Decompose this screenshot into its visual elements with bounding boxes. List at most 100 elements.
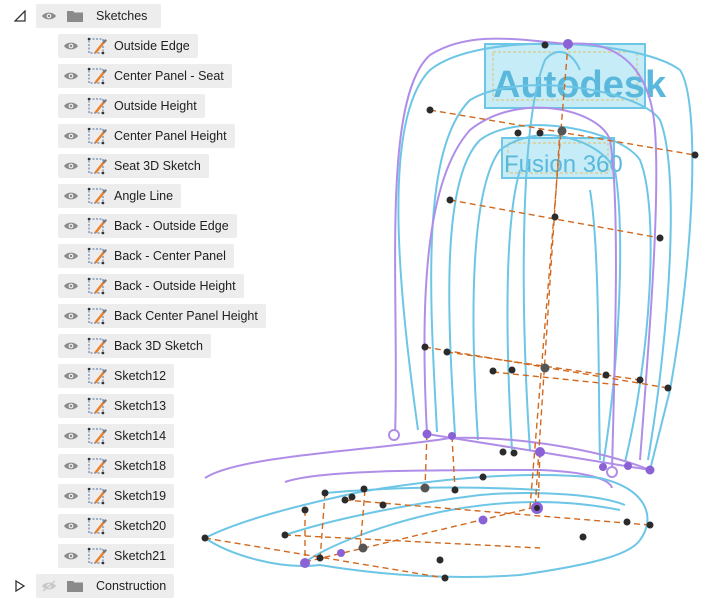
- eye-icon[interactable]: [58, 274, 84, 298]
- sketch-icon: [84, 484, 110, 508]
- eye-icon[interactable]: [58, 514, 84, 538]
- sketch-label: Sketch18: [114, 459, 167, 473]
- sketch-node[interactable]: Angle Line: [58, 184, 182, 208]
- sketch-label: Center Panel Height: [114, 129, 227, 143]
- autodesk-logo-text: Autodesk: [493, 64, 667, 106]
- browser-item-sketch[interactable]: Sketch12: [58, 363, 175, 389]
- folder-icon: [62, 4, 88, 28]
- sketch-icon: [84, 244, 110, 268]
- sketch-icon: [84, 154, 110, 178]
- eye-icon[interactable]: [58, 484, 84, 508]
- browser-item-sketch[interactable]: Sketch20: [58, 513, 175, 539]
- sketch-label: Back - Center Panel: [114, 249, 226, 263]
- sketch-node[interactable]: Sketch19: [58, 484, 175, 508]
- browser-item-sketch[interactable]: Back 3D Sketch: [58, 333, 211, 359]
- eye-icon[interactable]: [58, 244, 84, 268]
- browser-item-sketch[interactable]: Seat 3D Sketch: [58, 153, 209, 179]
- eye-icon[interactable]: [58, 544, 84, 568]
- triangle-down-icon[interactable]: [12, 8, 28, 24]
- browser-item-sketch[interactable]: Back - Center Panel: [58, 243, 234, 269]
- browser-item-sketch[interactable]: Center Panel Height: [58, 123, 235, 149]
- sketch-label: Sketch14: [114, 429, 167, 443]
- eye-icon[interactable]: [36, 4, 62, 28]
- eye-icon[interactable]: [58, 394, 84, 418]
- sketch-node[interactable]: Back 3D Sketch: [58, 334, 211, 358]
- browser-item-sketch[interactable]: Back Center Panel Height: [58, 303, 266, 329]
- browser-item-sketch[interactable]: Sketch13: [58, 393, 175, 419]
- sketch-label: Back 3D Sketch: [114, 339, 203, 353]
- sketch-node[interactable]: Sketch20: [58, 514, 175, 538]
- sketch-label: Seat 3D Sketch: [114, 159, 201, 173]
- browser-item-sketch[interactable]: Sketch21: [58, 543, 175, 569]
- folder-label: Construction: [96, 579, 167, 593]
- eye-icon[interactable]: [58, 94, 84, 118]
- sketch-node[interactable]: Seat 3D Sketch: [58, 154, 209, 178]
- eye-icon[interactable]: [58, 304, 84, 328]
- sketch-node[interactable]: Sketch21: [58, 544, 175, 568]
- browser-item-sketch[interactable]: Center Panel - Seat: [58, 63, 232, 89]
- sketch-icon: [84, 364, 110, 388]
- sketch-icon: [84, 184, 110, 208]
- eye-icon[interactable]: [58, 214, 84, 238]
- browser-item-sketch[interactable]: Outside Height: [58, 93, 205, 119]
- sketch-node[interactable]: Sketch14: [58, 424, 175, 448]
- eye-icon[interactable]: [58, 124, 84, 148]
- sketch-label: Back - Outside Height: [114, 279, 236, 293]
- sketch-label: Center Panel - Seat: [114, 69, 224, 83]
- eye-icon[interactable]: [58, 184, 84, 208]
- browser-item-sketch[interactable]: Outside Edge: [58, 33, 198, 59]
- eye-icon[interactable]: [58, 364, 84, 388]
- sketch-icon: [84, 64, 110, 88]
- sketch-node[interactable]: Back Center Panel Height: [58, 304, 266, 328]
- sketch-label: Back - Outside Edge: [114, 219, 229, 233]
- sketch-label: Sketch12: [114, 369, 167, 383]
- sketch-points: [201, 39, 699, 582]
- sketch-icon: [84, 304, 110, 328]
- eye-icon[interactable]: [58, 334, 84, 358]
- browser-item-sketch[interactable]: Back - Outside Edge: [58, 213, 237, 239]
- sketch-node[interactable]: Center Panel - Seat: [58, 64, 232, 88]
- folder-construction[interactable]: Construction: [36, 574, 175, 598]
- sketch-icon: [84, 94, 110, 118]
- eye-icon[interactable]: [58, 34, 84, 58]
- browser-item-sketch[interactable]: Sketch19: [58, 483, 175, 509]
- sketch-icon: [84, 34, 110, 58]
- sketch-icon: [84, 334, 110, 358]
- sketch-icon: [84, 394, 110, 418]
- sketch-node[interactable]: Back - Outside Height: [58, 274, 244, 298]
- folder-label: Sketches: [96, 9, 148, 23]
- sketch-icon: [84, 124, 110, 148]
- eye-icon[interactable]: [58, 424, 84, 448]
- sketch-node[interactable]: Outside Height: [58, 94, 205, 118]
- sketch-icon: [84, 274, 110, 298]
- sketch-label: Back Center Panel Height: [114, 309, 258, 323]
- eye-icon[interactable]: [58, 64, 84, 88]
- sketch-icon: [84, 454, 110, 478]
- sketch-node[interactable]: Back - Outside Edge: [58, 214, 237, 238]
- sketch-icon: [84, 214, 110, 238]
- sketch-node[interactable]: Back - Center Panel: [58, 244, 234, 268]
- eye-icon[interactable]: [58, 154, 84, 178]
- sketch-icon: [84, 514, 110, 538]
- sketch-node[interactable]: Sketch18: [58, 454, 175, 478]
- browser-item-sketch[interactable]: Angle Line: [58, 183, 182, 209]
- browser-item-sketch[interactable]: Back - Outside Height: [58, 273, 244, 299]
- eye-icon[interactable]: [58, 454, 84, 478]
- eye-slash-icon[interactable]: [36, 574, 62, 598]
- sketch-node[interactable]: Outside Edge: [58, 34, 198, 58]
- triangle-right-icon[interactable]: [12, 578, 28, 594]
- sketch-node[interactable]: Sketch12: [58, 364, 175, 388]
- browser-item-sketch[interactable]: Sketch18: [58, 453, 175, 479]
- sketch-label: Sketch19: [114, 489, 167, 503]
- folder-icon: [62, 574, 88, 598]
- sketch-node[interactable]: Center Panel Height: [58, 124, 235, 148]
- sketch-node[interactable]: Sketch13: [58, 394, 175, 418]
- folder-sketches[interactable]: Sketches: [36, 4, 162, 28]
- sketch-label: Sketch13: [114, 399, 167, 413]
- sketch-label: Angle Line: [114, 189, 174, 203]
- browser-item-sketch[interactable]: Sketch14: [58, 423, 175, 449]
- seat-outline-curves: [204, 474, 649, 578]
- sketch-icon: [84, 544, 110, 568]
- fusion-logo-text: Fusion 360: [504, 151, 623, 178]
